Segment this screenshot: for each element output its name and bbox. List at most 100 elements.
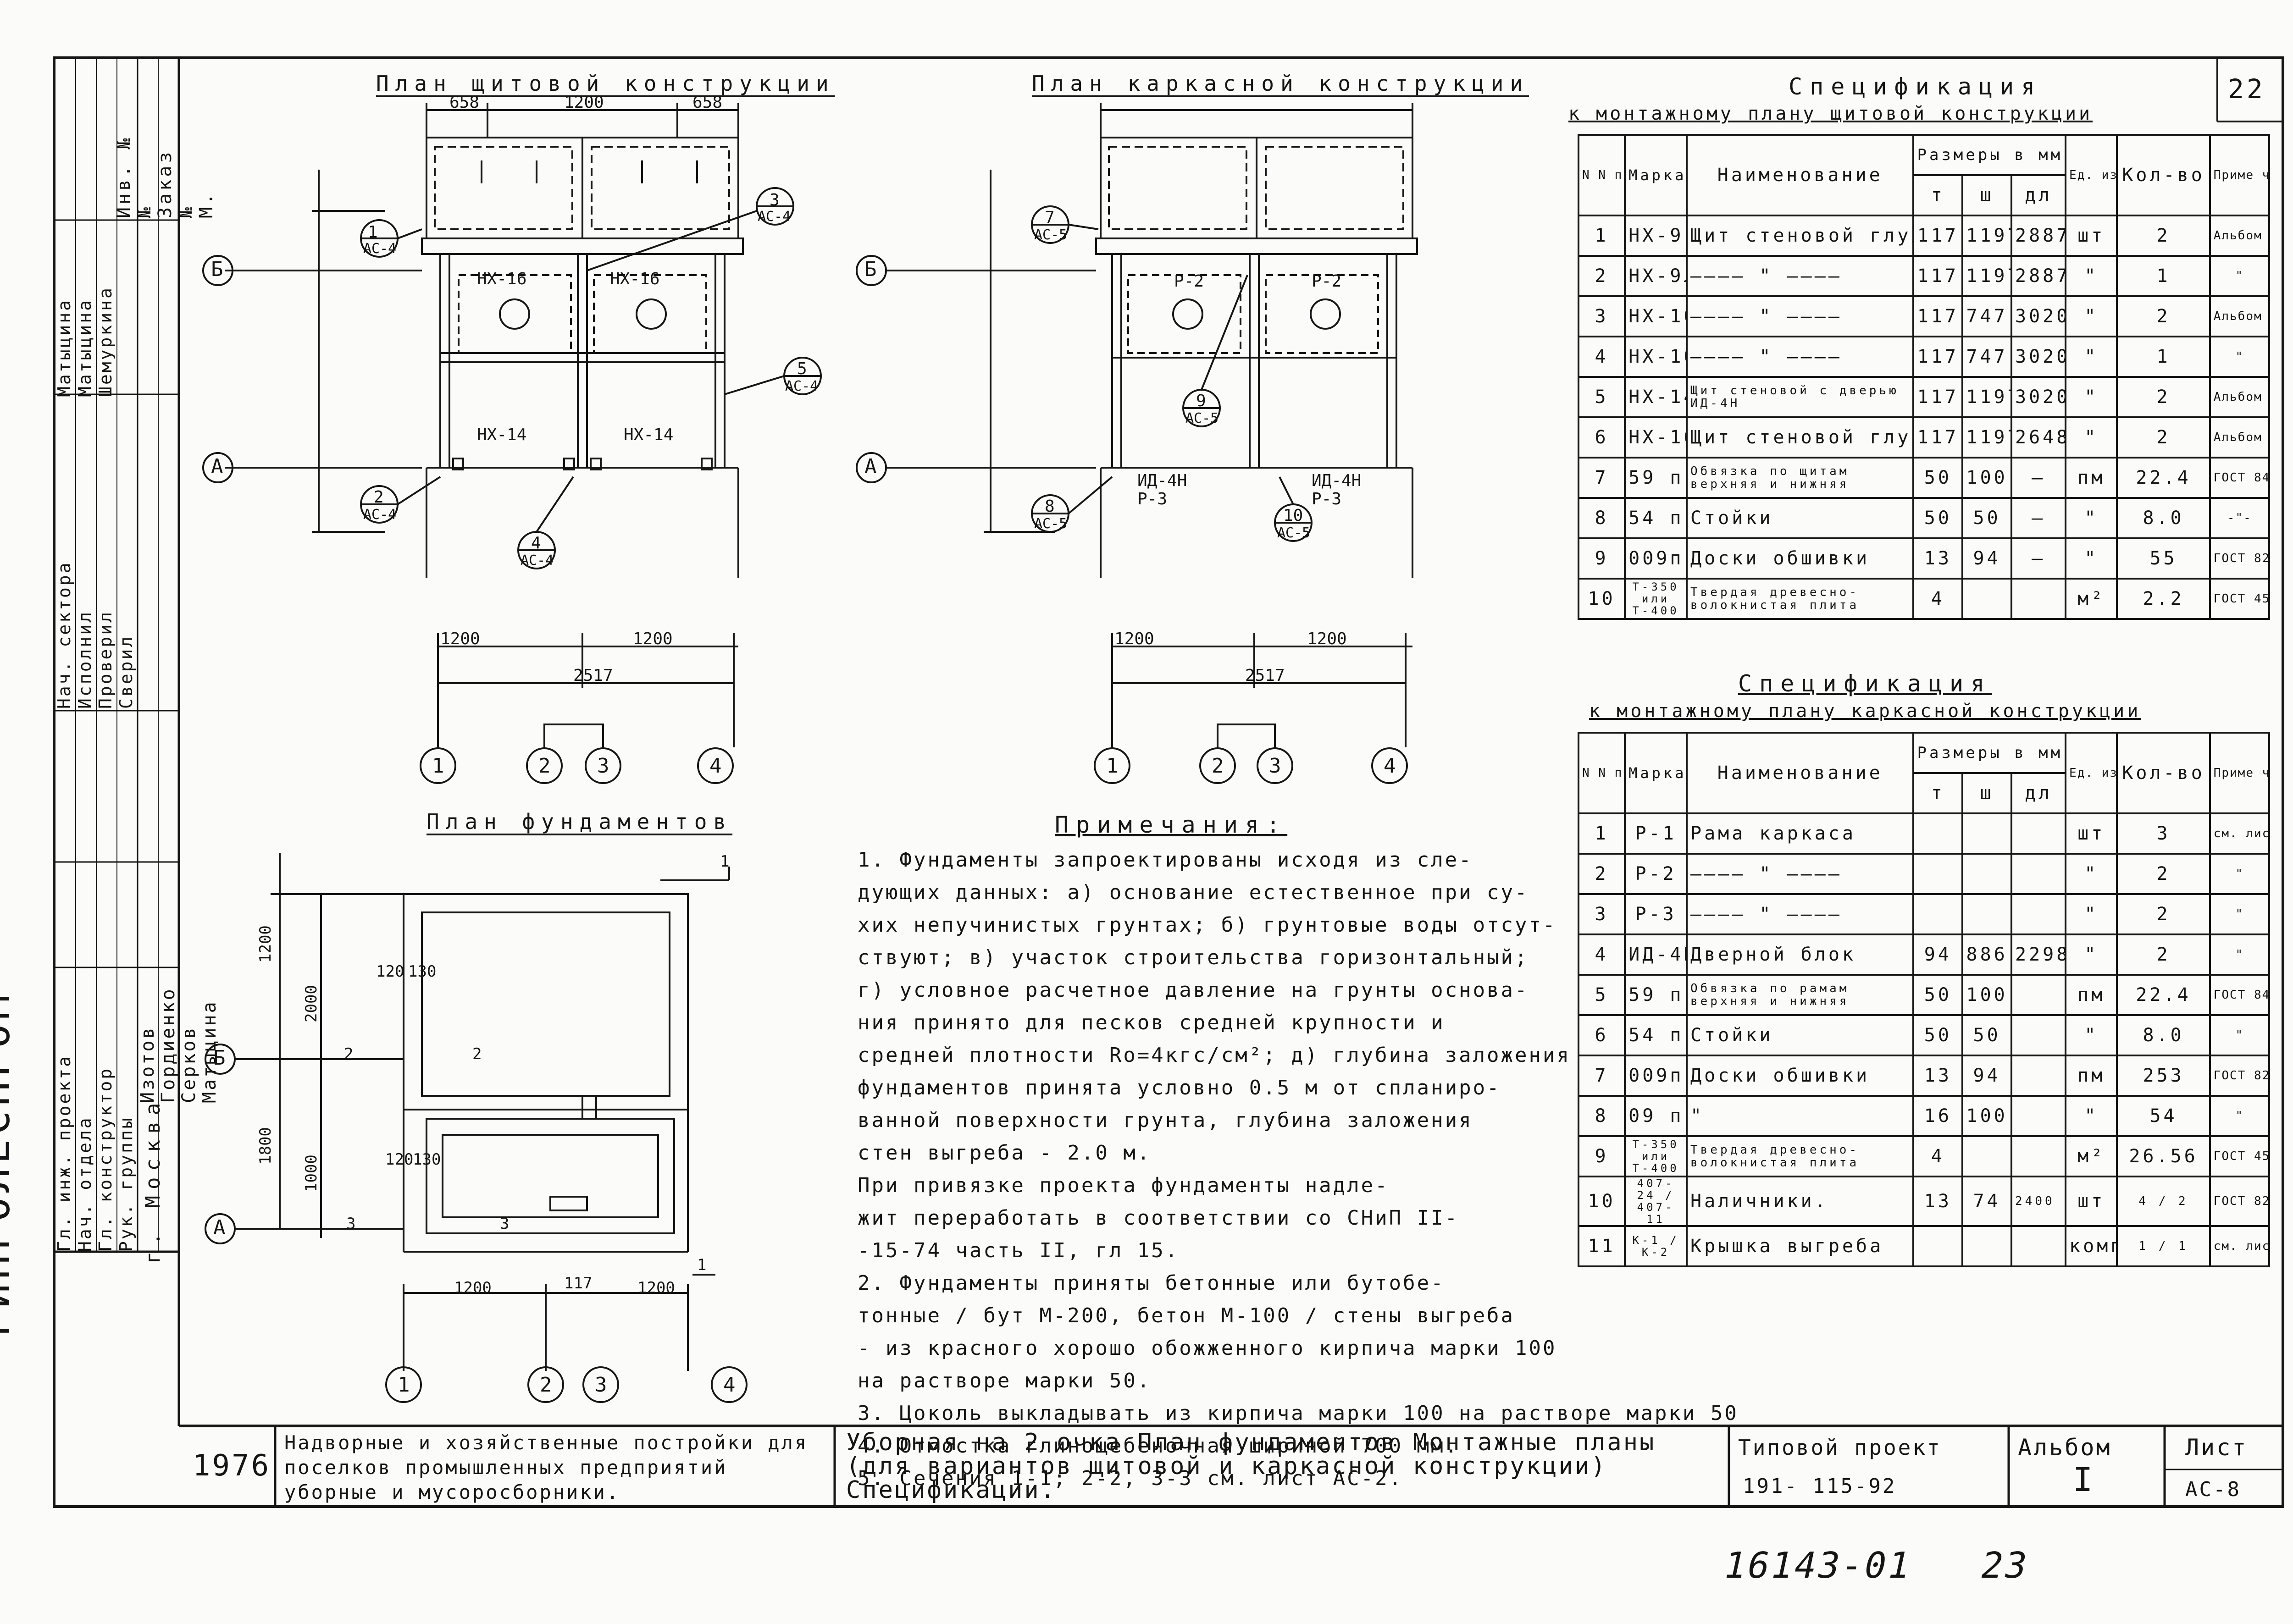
frame-plan-drawing: Б А 7 АС-5 9 АС-5 8 АС-5 10 АС-5 Р-2 Р-2…: [856, 103, 1418, 784]
callout-num: 3: [770, 191, 780, 210]
inv-label: Инв. №: [113, 135, 134, 219]
table-cell: —: [2011, 457, 2067, 499]
note-line: фундаментов принята условно 0.5 м от спл…: [858, 1076, 1501, 1099]
table-cell: ГОСТ 8242-75: [2209, 1055, 2271, 1097]
table-cell: 59 п: [1624, 457, 1688, 499]
table-cell: НХ-14: [1624, 376, 1688, 418]
callout-sheet: АС-4: [758, 209, 791, 225]
tb-sheet-name: Уборная на 2 очка План фундаментов Монта…: [846, 1429, 1656, 1504]
table-cell: Твердая древесно-волокнистая плита: [1685, 578, 1915, 620]
table-cell: ": [2065, 336, 2118, 378]
element-label: Р-2: [1312, 272, 1341, 291]
axis-number: 4: [709, 754, 722, 778]
spec1-title: Спецификация: [1789, 73, 2043, 100]
axis-number: 2: [540, 1373, 552, 1397]
callout-sheet: АС-4: [521, 552, 554, 569]
table-cell: 50: [1912, 1014, 1964, 1056]
note-line: ванной поверхности грунта, глубина залож…: [858, 1109, 1473, 1132]
note-line: ния принято для песков средней крупности…: [858, 1011, 1445, 1034]
table-cell: [2011, 893, 2067, 935]
dim-label: 2517: [1245, 666, 1285, 685]
spec2-subtitle: к монтажному плану каркасной конструкции: [1589, 701, 2141, 722]
th-w: ш: [1961, 772, 2013, 814]
note-line: 1. Фундаменты запроектированы исходя из …: [858, 848, 1473, 872]
shield-plan-title: План щитовой конструкции: [376, 71, 835, 96]
section-mark: 2: [344, 1045, 353, 1063]
table-cell: К-1 / К-2: [1624, 1225, 1688, 1267]
table-cell: ": [2209, 1095, 2271, 1137]
table-cell: компл: [2065, 1225, 2118, 1267]
callout-num: 7: [1045, 208, 1055, 227]
th-note: Приме чание: [2209, 732, 2271, 814]
table-cell: ": [2065, 416, 2118, 458]
table-cell: 94: [1961, 1055, 2013, 1097]
table-cell: 1: [2116, 336, 2211, 378]
table-row: 5НХ-14Щит стеновой с дверью ИД-4Н1171197…: [1577, 376, 2271, 418]
dim-label: 1200: [633, 630, 673, 648]
dim-label: 658: [449, 93, 479, 112]
table-cell: 2298: [2011, 934, 2067, 976]
name-cell: Матыцина: [75, 298, 95, 397]
table-cell: 117: [1912, 416, 1964, 458]
axis-number: 2: [538, 754, 551, 778]
table-cell: ———— " ————: [1685, 295, 1915, 337]
table-cell: НХ-9: [1624, 215, 1688, 257]
note-line: - из красного хорошо обожженного кирпича…: [858, 1337, 1557, 1360]
axis-letter: Б: [213, 1046, 226, 1070]
callout-sheet: АС-4: [363, 507, 396, 523]
table-cell: 2: [2116, 893, 2211, 935]
spec1-subtitle: к монтажному плану щитовой конструкции: [1568, 103, 2093, 124]
table-cell: ———— " ————: [1685, 853, 1915, 895]
table-cell: 2887: [2011, 215, 2067, 257]
table-cell: 3: [1577, 893, 1626, 935]
table-cell: 117: [1912, 295, 1964, 337]
foundation-plan-title: План фундаментов: [426, 809, 733, 834]
section-mark: 2: [472, 1045, 482, 1063]
table-cell: 6: [1577, 416, 1626, 458]
callout-num: 5: [797, 359, 807, 378]
callout-num: 1: [368, 223, 378, 242]
table-cell: НХ-16: [1624, 416, 1688, 458]
callout-num: 8: [1045, 497, 1055, 516]
callout-num: 4: [531, 534, 541, 552]
note-line: стен выгреба - 2.0 м.: [858, 1141, 1152, 1165]
table-cell: 886: [1961, 934, 2013, 976]
table-cell: 13: [1912, 1055, 1964, 1097]
table-cell: [2011, 974, 2067, 1016]
table-cell: 94: [1961, 537, 2013, 580]
table-cell: 22.4: [2116, 457, 2211, 499]
note-line: ствуют; в) участок строительства горизон…: [858, 946, 1529, 969]
th-name: Наименование: [1685, 134, 1915, 216]
table-cell: [2011, 1055, 2067, 1097]
dim-label: 120: [385, 1150, 413, 1169]
dim-label: 130: [413, 1150, 441, 1169]
table-cell: 5: [1577, 974, 1626, 1016]
table-cell: 4: [1912, 578, 1964, 620]
left-strip: ГИПРОЛЕСПРОМ г. Москва Гл. инж. проекта …: [0, 58, 220, 1426]
table-cell: см. лист АС-6: [2209, 1225, 2271, 1267]
foundation-plan-drawing: Б А 1200 2000 1800 1000 120 130 120 130 …: [205, 852, 748, 1403]
th-w: ш: [1961, 174, 2013, 216]
table-cell: 11: [1577, 1225, 1626, 1267]
table-cell: ": [2065, 1095, 2118, 1137]
table-cell: [2011, 853, 2067, 895]
table-cell: 2400 / 1100: [2011, 1176, 2067, 1227]
axis-letter: Б: [211, 258, 223, 281]
table-cell: Доски обшивки: [1685, 1055, 1915, 1097]
axis-number: 1: [432, 754, 444, 778]
strip-roles: Гл. инж. проекта Нач. отдела Гл. констру…: [54, 656, 137, 1252]
table-cell: [1961, 1135, 2013, 1177]
table-cell: ГОСТ 8242-75: [2209, 1176, 2271, 1227]
table-cell: 2: [1577, 255, 1626, 297]
element-label: НХ-16: [477, 270, 526, 288]
table-cell: Дверной блок: [1685, 934, 1915, 976]
table-cell: 1: [1577, 812, 1626, 855]
callout-num: 9: [1196, 392, 1206, 410]
table-cell: 3020: [2011, 295, 2067, 337]
table-cell: Щит стеновой глухой: [1685, 215, 1915, 257]
th-nn: N N п.п: [1577, 732, 1626, 814]
table-cell: 2: [1577, 853, 1626, 895]
